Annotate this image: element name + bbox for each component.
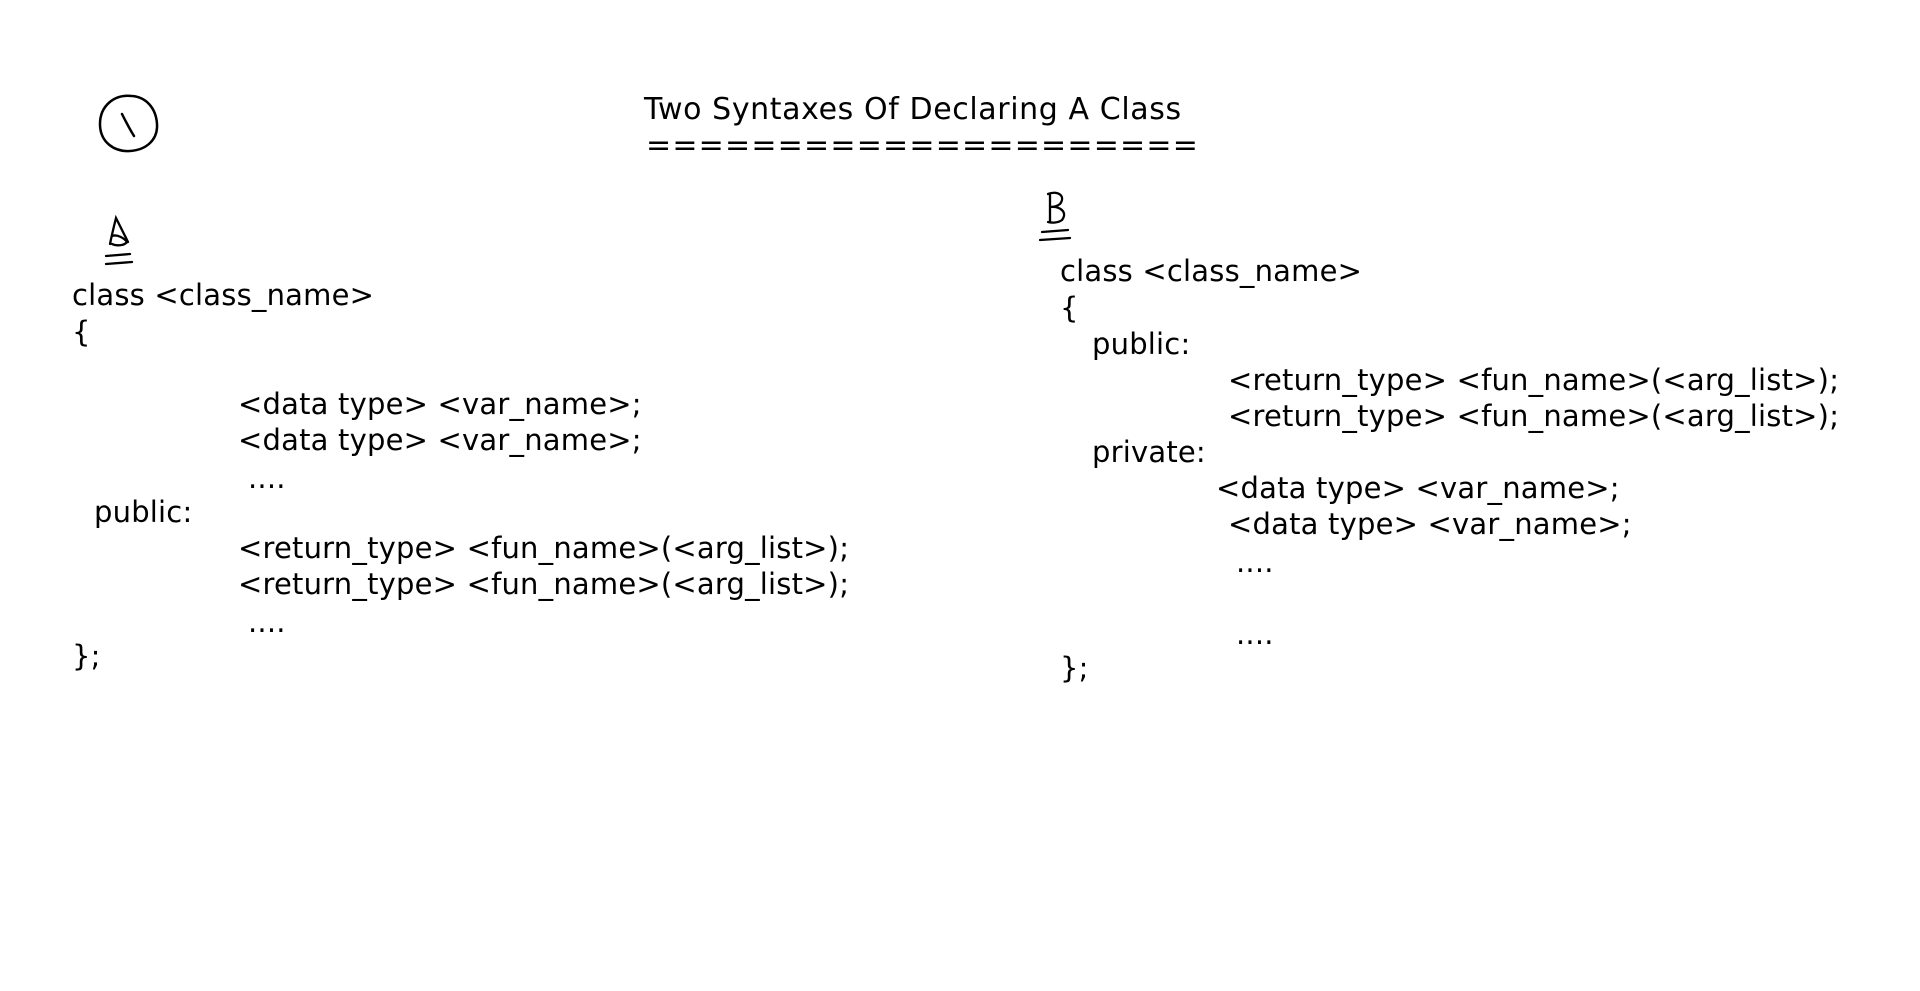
syntax-b-private-label: private: bbox=[1092, 435, 1206, 469]
page-title: Two Syntaxes Of Declaring A Class bbox=[644, 92, 1182, 127]
title-underline: ===================== bbox=[646, 128, 1200, 163]
syntax-a-function-ellipsis: .... bbox=[248, 605, 286, 639]
syntax-b-close-brace: }; bbox=[1060, 651, 1089, 685]
syntax-b-marker bbox=[1036, 186, 1080, 250]
syntax-b-member-function-1: <return_type> <fun_name>(<arg_list>); bbox=[1228, 363, 1840, 397]
syntax-b-class-header: class <class_name> bbox=[1060, 254, 1363, 288]
syntax-a-data-member-2: <data type> <var_name>; bbox=[238, 423, 642, 457]
syntax-a-data-member-1: <data type> <var_name>; bbox=[238, 387, 642, 421]
circled-number-marker bbox=[94, 90, 164, 158]
syntax-a-member-function-1: <return_type> <fun_name>(<arg_list>); bbox=[238, 531, 850, 565]
syntax-a-data-ellipsis: .... bbox=[248, 461, 286, 495]
syntax-a-marker bbox=[100, 212, 144, 270]
syntax-b-open-brace: { bbox=[1060, 291, 1079, 325]
syntax-a-close-brace: }; bbox=[72, 639, 101, 673]
syntax-b-public-label: public: bbox=[1092, 327, 1191, 361]
syntax-b-data-member-1: <data type> <var_name>; bbox=[1216, 471, 1620, 505]
syntax-a-public-label: public: bbox=[94, 495, 193, 529]
syntax-b-member-function-2: <return_type> <fun_name>(<arg_list>); bbox=[1228, 399, 1840, 433]
syntax-a-member-function-2: <return_type> <fun_name>(<arg_list>); bbox=[238, 567, 850, 601]
syntax-a-open-brace: { bbox=[72, 315, 91, 349]
syntax-b-data-ellipsis-2: .... bbox=[1236, 617, 1274, 651]
syntax-a-class-header: class <class_name> bbox=[72, 278, 375, 312]
syntax-b-data-ellipsis-1: .... bbox=[1236, 545, 1274, 579]
syntax-b-data-member-2: <data type> <var_name>; bbox=[1228, 507, 1632, 541]
